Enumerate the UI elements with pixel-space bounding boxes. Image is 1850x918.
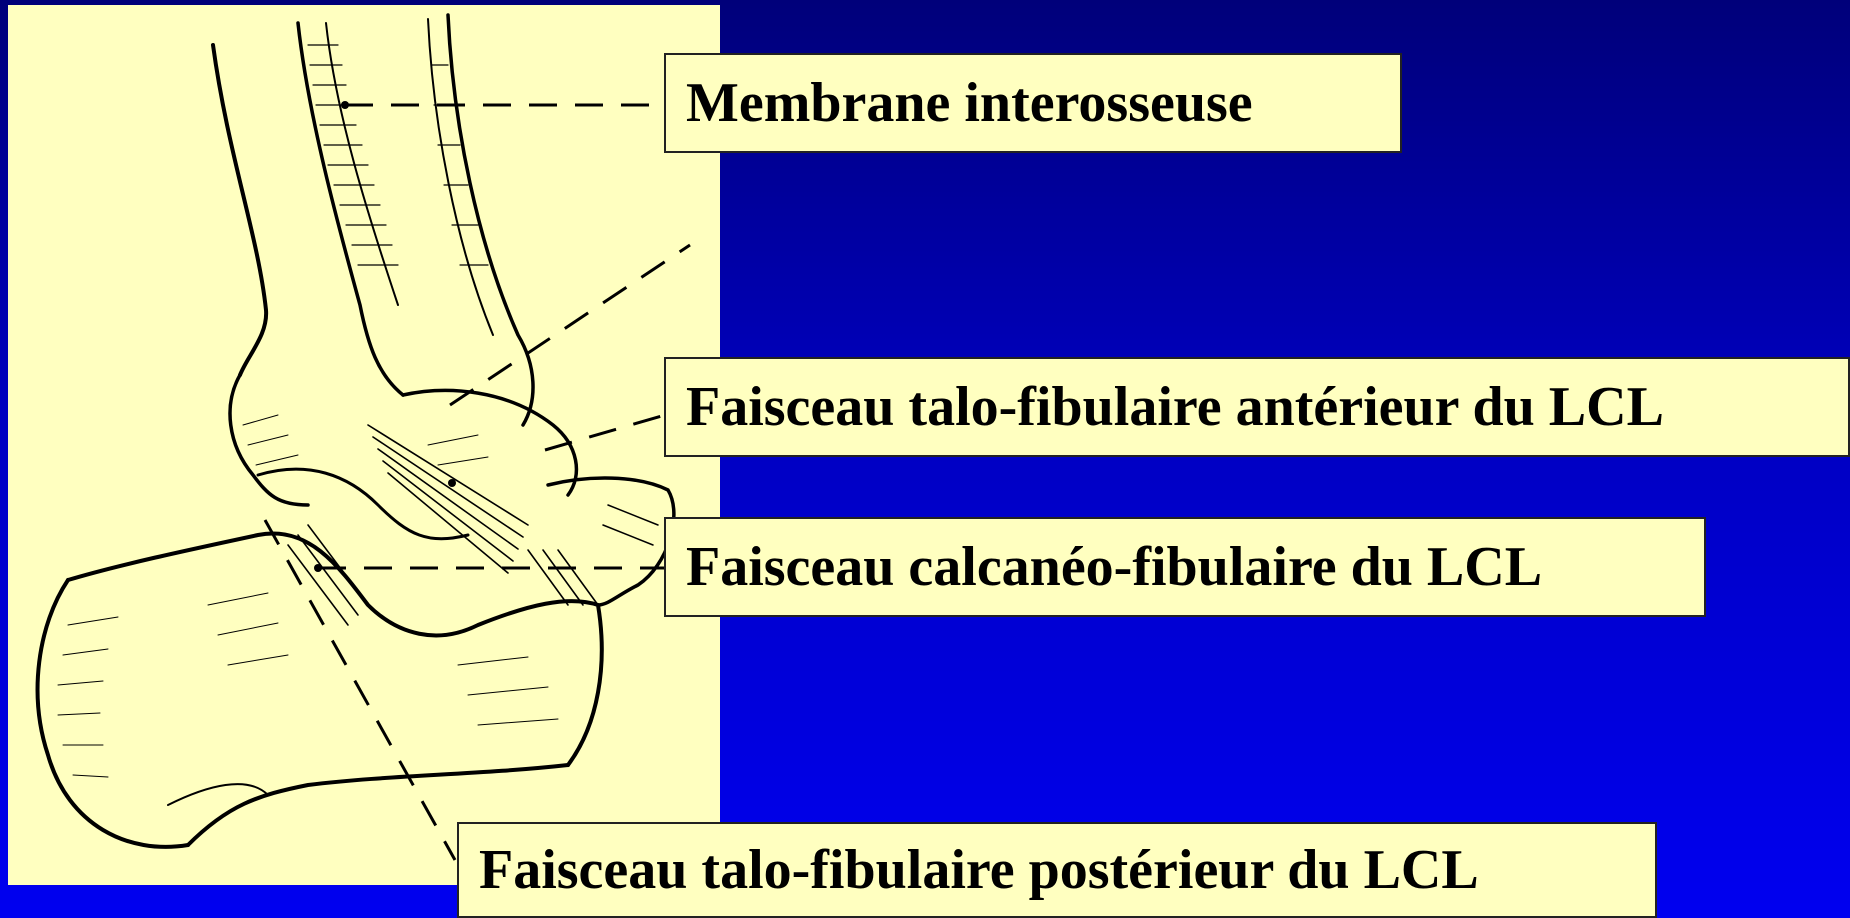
calcaneus-hatching — [58, 593, 558, 777]
ankle-illustration-panel — [8, 5, 720, 885]
tibia-outline — [213, 45, 266, 375]
label-faisceau-talo-fibulaire-anterieur: Faisceau talo-fibulaire antérieur du LCL — [664, 357, 1850, 457]
fibula-outline — [298, 23, 403, 395]
label-faisceau-calcaneo-fibulaire: Faisceau calcanéo-fibulaire du LCL — [664, 517, 1706, 617]
ankle-lateral-view-drawing — [8, 5, 720, 885]
label-membrane-interosseuse: Membrane interosseuse — [664, 53, 1402, 153]
fibula-right-outline — [448, 15, 533, 425]
label-faisceau-talo-fibulaire-posterieur: Faisceau talo-fibulaire postérieur du LC… — [457, 822, 1657, 918]
calcaneus-outline — [68, 533, 602, 765]
anterior-talofibular-ligament — [368, 425, 528, 573]
talus-hatching — [243, 415, 488, 465]
